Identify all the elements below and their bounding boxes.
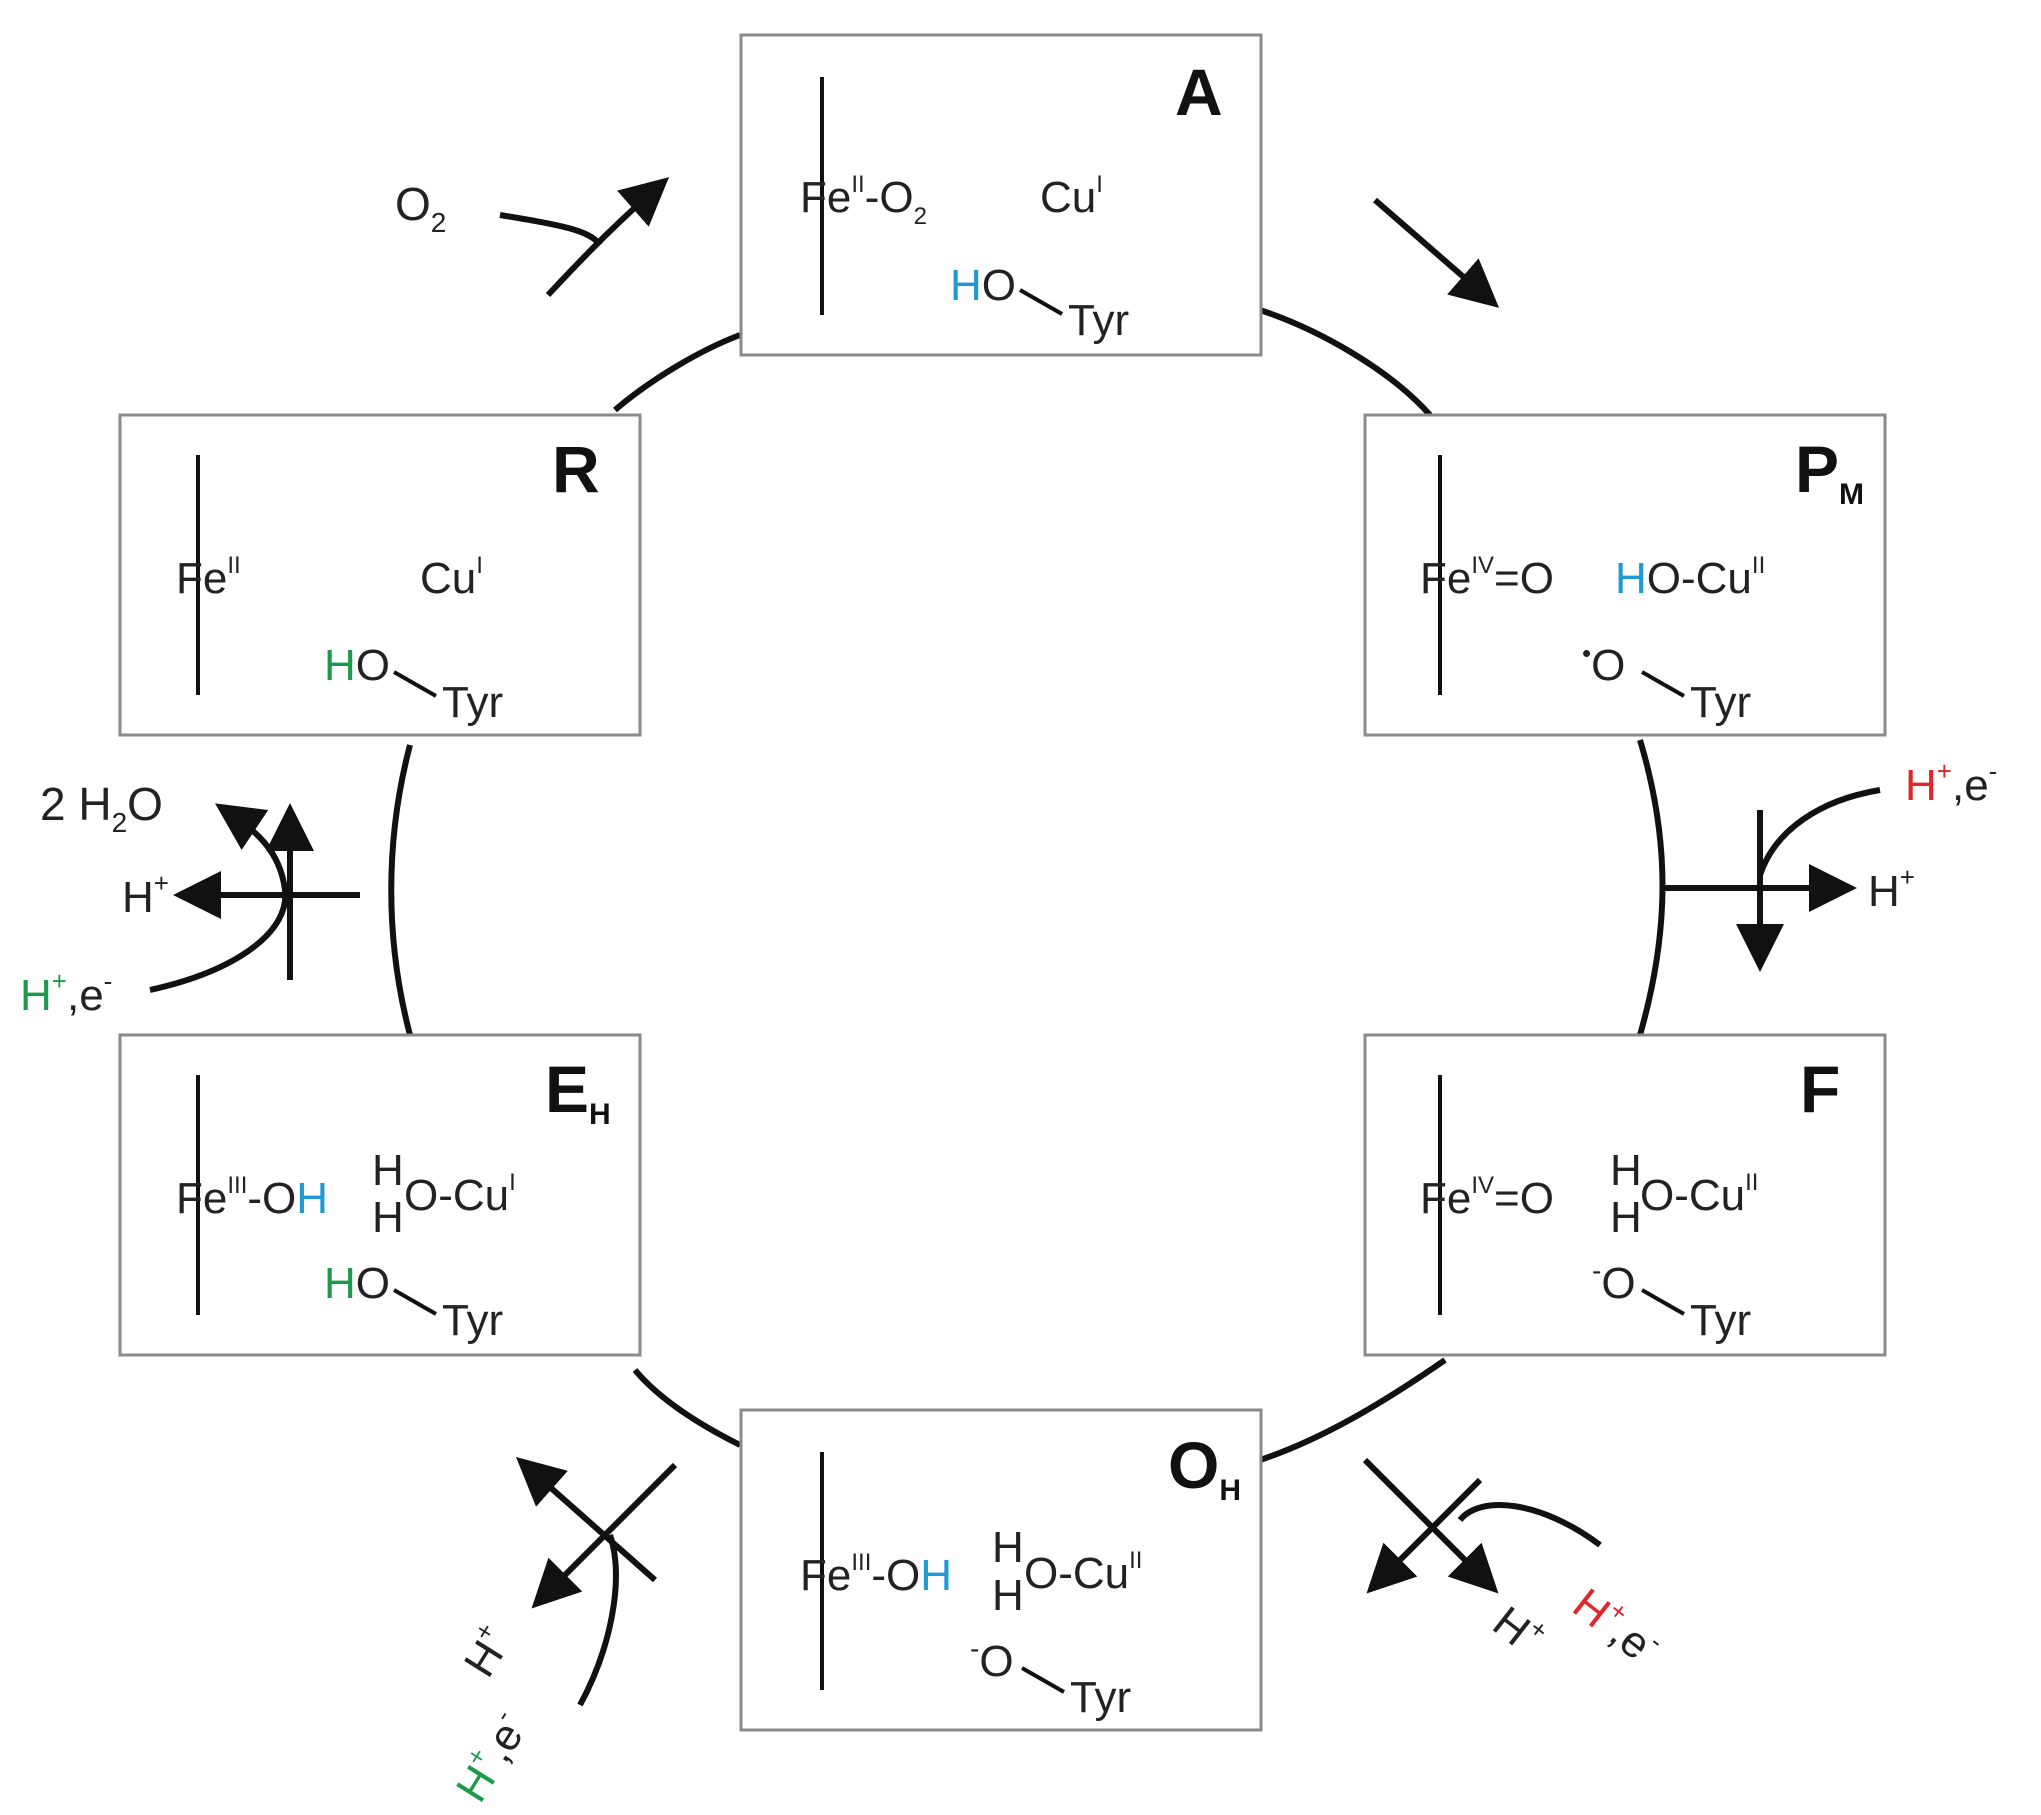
cycle-arcs (388, 307, 1666, 1463)
state-a-label: A (1175, 55, 1223, 129)
state-eh-tyr: Tyr (442, 1296, 503, 1345)
state-pm-tyr-o: •O (1582, 638, 1625, 690)
state-f-box: F FeIV=O H H O-CuII -O Tyr (1363, 1033, 1887, 1357)
arc-a-to-pm (1259, 307, 1433, 417)
pm-to-f-arrows: H+,e- H+ (1665, 756, 1997, 972)
state-a-tyr-oh: HO (950, 261, 1016, 310)
state-eh-label: EH (545, 1052, 611, 1131)
o2-label: O2 (395, 178, 446, 238)
state-f-tyr: Tyr (1690, 1296, 1751, 1345)
state-r-label: R (552, 432, 600, 506)
state-oh-tyr-o: -O (970, 1633, 1014, 1686)
state-f-fe: FeIV=O (1420, 1172, 1554, 1223)
state-f-cu-h2: H (1610, 1193, 1642, 1242)
state-pm-fe: FeIV=O (1420, 552, 1554, 603)
state-eh-fe: FeIII-OH (176, 1172, 328, 1223)
eh-to-r-arrows: 2 H2O H+ H+,e- (20, 778, 360, 1020)
pm-to-f-out-label: H+ (1868, 862, 1915, 916)
oh-to-eh-arrows: H+,e- H+ (443, 1457, 678, 1810)
state-f-tyr-o: -O (1592, 1255, 1636, 1308)
eh-to-r-in-label: H+,e- (20, 966, 112, 1020)
state-f-cu: O-CuII (1640, 1169, 1758, 1220)
arc-r-to-a (613, 332, 742, 413)
state-r-tyr-oh: HO (324, 641, 390, 690)
arc-pm-to-f (1637, 739, 1666, 1036)
state-r-fe: FeII (176, 552, 241, 603)
state-oh-label: OH (1168, 1428, 1241, 1507)
state-oh-fe: FeIII-OH (800, 1549, 952, 1600)
state-a-fe: FeII-O2 (800, 171, 927, 230)
state-r-box: R FeII CuI HO Tyr (118, 413, 642, 737)
state-f-label: F (1800, 1052, 1840, 1126)
state-a-box: A FeII-O2 CuI HO Tyr (739, 33, 1263, 357)
arc-oh-to-eh (632, 1368, 742, 1448)
state-oh-cu-h2: H (992, 1571, 1024, 1620)
state-eh-cu-h1: H (372, 1146, 404, 1195)
state-eh-box: EH FeIII-OH H H O-CuI HO Tyr (118, 1033, 642, 1357)
state-a-cu: CuI (1040, 171, 1103, 222)
state-eh-cu-h2: H (372, 1193, 404, 1242)
state-pm-label: PM (1795, 432, 1864, 511)
water-out-label: 2 H2O (40, 778, 163, 838)
state-oh-tyr: Tyr (1070, 1673, 1131, 1722)
state-eh-tyr-oh: HO (324, 1259, 390, 1308)
state-f-cu-h1: H (1610, 1146, 1642, 1195)
eh-to-r-out-label: H+ (122, 868, 169, 922)
arc-f-to-oh (1259, 1357, 1447, 1463)
state-pm-box: PM FeIV=O HO-CuII •O Tyr (1363, 413, 1887, 737)
oh-to-eh-out-label: H+ (451, 1617, 522, 1685)
state-pm-tyr: Tyr (1690, 678, 1751, 727)
state-r-tyr: Tyr (442, 678, 503, 727)
state-oh-cu-h1: H (992, 1523, 1024, 1572)
o2-entry-arrow: O2 (395, 177, 670, 298)
state-oh-box: OH FeIII-OH H H O-CuII -O Tyr (739, 1408, 1263, 1732)
state-eh-cu: O-CuI (404, 1169, 516, 1220)
oh-to-eh-in-label: H+,e- (443, 1703, 538, 1810)
a-to-pm-arrow (1373, 197, 1500, 308)
f-to-oh-in-label: H+,e- (1564, 1575, 1670, 1674)
state-r-cu: CuI (420, 552, 483, 603)
state-pm-cu: HO-CuII (1615, 552, 1765, 603)
state-oh-cu: O-CuII (1024, 1547, 1142, 1598)
state-a-tyr: Tyr (1068, 296, 1129, 345)
arc-eh-to-r (388, 744, 413, 1036)
pm-to-f-in-label: H+,e- (1905, 756, 1997, 810)
f-to-oh-out-label: H+ (1484, 1593, 1554, 1664)
f-to-oh-arrows: H+,e- H+ (1362, 1457, 1670, 1674)
